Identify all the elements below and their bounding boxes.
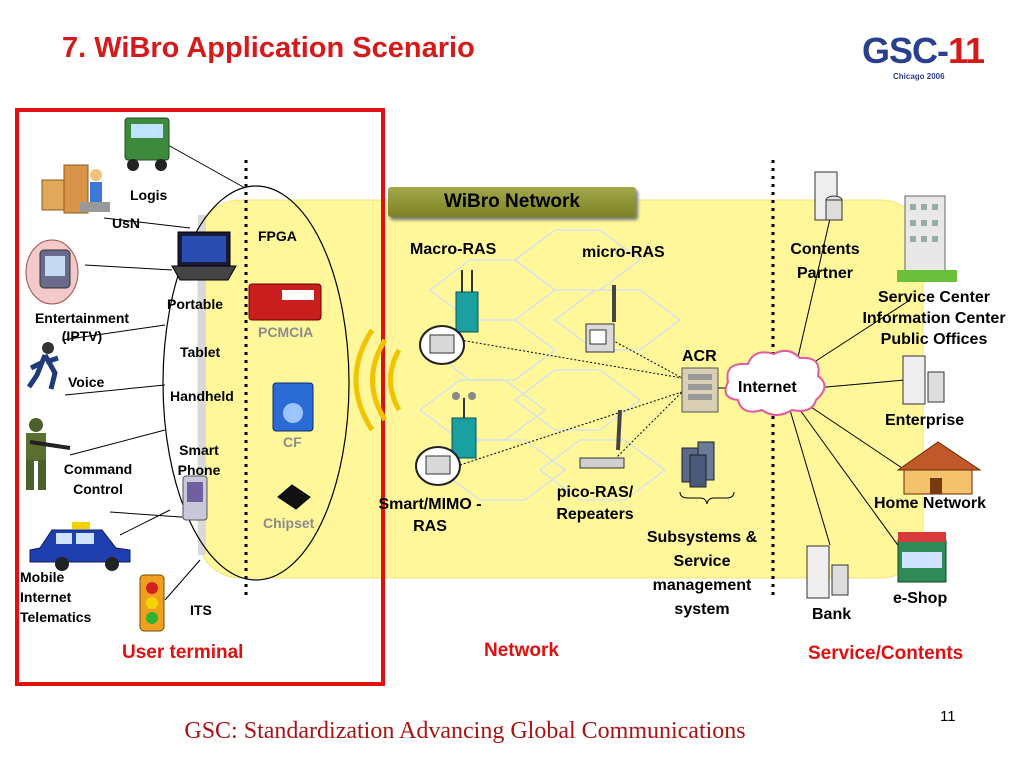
server-rack-icon [681,367,719,413]
radio-waves [353,328,402,432]
service-links [718,209,911,556]
truck-icon [124,117,170,171]
label-pcmcia: PCMCIA [258,324,314,340]
label-command-control: Command Control [63,461,133,497]
soldier-icon [26,418,71,490]
server-icon [814,171,843,221]
label-micro-ras: micro-RAS [582,244,665,261]
tower-icon [451,392,477,459]
label-internet: Internet [738,379,797,396]
label-entertainment: Entertainment (IPTV) [34,310,130,344]
gsc-logo: GSC-11 [862,30,985,71]
antenna-icon [585,285,616,353]
laptop-icon [171,231,237,281]
label-contents-partner: Contents Partner [790,241,860,282]
label-enterprise: Enterprise [885,412,965,429]
terminal-strip [198,215,206,555]
label-macro-ras: Macro-RAS [410,241,497,258]
office-building-icon [897,195,957,282]
label-fpga: FPGA [258,228,297,244]
tower-icon [455,270,479,333]
label-its: ITS [190,602,212,618]
label-voice: Voice [68,374,105,390]
ras-unit-icon [415,446,461,486]
label-acr: ACR [682,348,717,365]
chipset-icon [277,484,311,510]
page-title: 7. WiBro Application Scenario [62,32,475,64]
user-terminal-frame [15,108,385,686]
footer-tagline: GSC: Standardization Advancing Global Co… [184,718,746,744]
page-number: 11 [940,708,956,725]
taxi-icon [29,522,131,571]
label-service-center: Service Center Information Center Public… [862,289,1006,348]
shop-icon [897,532,947,583]
label-tablet: Tablet [180,344,221,360]
antenna-icon [579,409,625,469]
cf-card-icon [272,382,314,432]
pcmcia-card-icon [248,283,322,321]
label-cf: CF [283,434,302,450]
server-icon [902,355,945,405]
label-home-network: Home Network [874,495,987,512]
running-man-icon [26,342,59,390]
label-smart-phone: Smart Phone [177,442,221,478]
wibro-network-banner: WiBro Network [388,187,636,217]
label-usn: UsN [112,215,141,231]
label-telematics: Mobile Internet Telematics [20,569,92,625]
pda-hand-icon [25,239,79,305]
cloud-icon [724,349,826,416]
label-bank: Bank [812,606,852,623]
traffic-light-icon [139,574,165,632]
server-icon [806,545,849,599]
subsystem-brace [679,491,735,505]
warehouse-workers-icon [41,164,110,214]
house-icon [896,441,982,495]
label-subsystems: Subsystems & Service management system [646,529,758,618]
logo-subtitle: Chicago 2006 [893,72,945,81]
app-connectors [61,144,246,601]
label-portable: Portable [167,296,224,312]
device-ellipse [162,185,350,581]
label-handheld: Handheld [170,388,234,404]
label-logis: Logis [130,187,168,203]
label-smart-mimo-ras: Smart/MIMO -RAS [378,496,482,535]
heading-service-contents: Service/Contents [808,643,964,664]
heading-network: Network [484,640,559,661]
smartphone-icon [182,475,208,521]
label-e-shop: e-Shop [893,590,948,607]
label-chipset: Chipset [263,515,315,531]
label-pico-ras: pico-RAS/ Repeaters [556,484,634,523]
ras-unit-icon [419,325,465,365]
ras-links [459,339,683,466]
heading-user-terminal: User terminal [122,642,244,663]
server-rack-icon [681,441,715,488]
